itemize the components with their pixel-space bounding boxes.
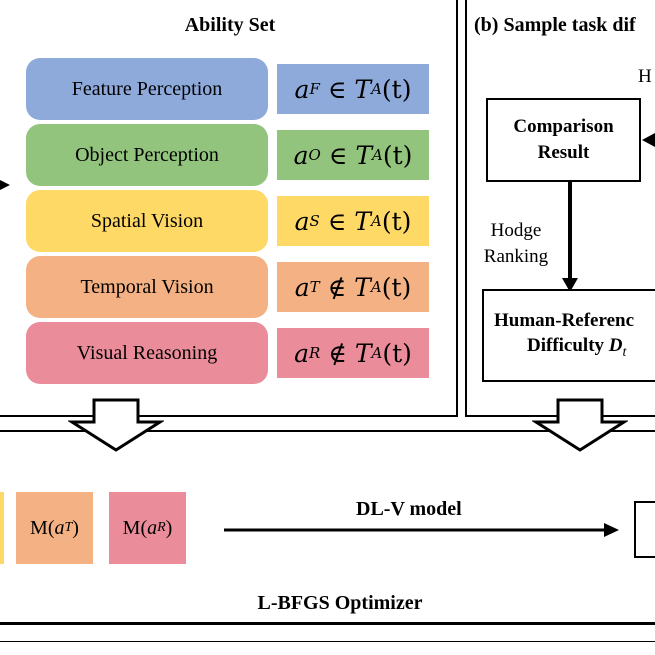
ability-label: Object Perception (75, 143, 219, 166)
ability-label: Temporal Vision (80, 275, 214, 298)
tile-prefix: M( (122, 516, 148, 539)
tile-sub: T (64, 520, 73, 535)
formula-set-sub: A (371, 80, 382, 98)
dlv-model-arrow (224, 523, 619, 537)
hodge-label-line1: Hodge (490, 220, 542, 241)
formula-var: a (294, 272, 310, 302)
tile-suffix: ) (72, 516, 79, 539)
formula-set: T (354, 338, 372, 368)
output-box-partial (634, 501, 655, 558)
formula-arg: (t) (381, 272, 412, 302)
page-bottom-line (0, 641, 655, 642)
human-ref-sub: t (622, 345, 627, 361)
bottom-frame-bottom-line (0, 622, 655, 625)
dlv-model-label: DL-V model (356, 498, 462, 520)
hodge-ranking-label: Hodge Ranking (476, 218, 556, 269)
comparison-result-box: Comparison Result (486, 98, 641, 182)
partial-yellow-tile (0, 492, 4, 564)
panel-b-side-label: H (638, 66, 652, 87)
formula-arg: (t) (382, 338, 412, 368)
optimizer-label: L-BFGS Optimizer (257, 592, 423, 614)
tile-prefix: M( (30, 516, 55, 539)
formula-set: T (354, 74, 372, 104)
incoming-arrow (0, 180, 10, 190)
tile-var: a (147, 516, 158, 539)
ability-item: Temporal Vision (26, 256, 268, 318)
human-ref-difficulty-label: Difficulty (527, 335, 605, 357)
hodge-label-line2: Ranking (483, 245, 549, 267)
formula-sub: R (309, 344, 321, 362)
formula-var: a (294, 74, 310, 104)
ability-item: Object Perception (26, 124, 268, 186)
formula-set-sub: A (370, 212, 382, 230)
formula-set-sub: A (371, 344, 383, 362)
panel-b-title: (b) Sample task dif (474, 14, 636, 36)
tile-sub: R (157, 520, 166, 535)
formula-set: T (354, 272, 371, 302)
left-hollow-down-arrow (68, 398, 164, 452)
ability-item: Visual Reasoning (26, 322, 268, 384)
right-hollow-down-arrow (532, 398, 628, 452)
formula-set-sub: A (372, 146, 383, 164)
ability-label: Feature Perception (71, 77, 223, 100)
formula-sub: F (309, 80, 320, 98)
formula-relation: ∉ (327, 272, 347, 302)
formula-var: a (294, 206, 310, 236)
comparison-result-line2: Result (537, 142, 590, 163)
formula-var: a (294, 338, 309, 368)
human-ref-var: D (608, 335, 623, 357)
ability-item: Feature Perception (26, 58, 268, 120)
comparison-result-line1: Comparison (513, 116, 614, 138)
formula-var: a (293, 140, 309, 170)
formula-relation: ∉ (328, 338, 347, 368)
formula-relation: ∈ (327, 206, 347, 236)
comparison-incoming-arrow (642, 133, 655, 147)
formula-sub: S (309, 212, 320, 230)
tile-var: a (54, 516, 65, 539)
ability-set-title: Ability Set (184, 14, 276, 36)
bottom-frame-top-line (0, 430, 655, 432)
formula-arg: (t) (381, 74, 412, 104)
formula-set: T (354, 206, 371, 236)
formula-arg: (t) (381, 206, 412, 236)
formula-sub: O (308, 146, 321, 164)
human-reference-difficulty-box: Human-Referenc Difficulty Dt (482, 289, 655, 382)
formula-set-sub: A (370, 278, 382, 296)
tile-suffix: ) (165, 516, 173, 539)
formula-arg: (t) (382, 140, 413, 170)
formula-sub: T (309, 278, 320, 296)
formula-set: T (355, 140, 372, 170)
ability-label: Spatial Vision (90, 209, 204, 232)
formula-relation: ∈ (328, 140, 348, 170)
formula-relation: ∈ (327, 74, 347, 104)
human-ref-line2: Difficulty Dt (494, 333, 626, 363)
human-ref-line1: Human-Referenc (494, 309, 635, 331)
ability-item: Spatial Vision (26, 190, 268, 252)
ability-label: Visual Reasoning (76, 341, 218, 364)
hodge-ranking-arrow (562, 182, 578, 292)
